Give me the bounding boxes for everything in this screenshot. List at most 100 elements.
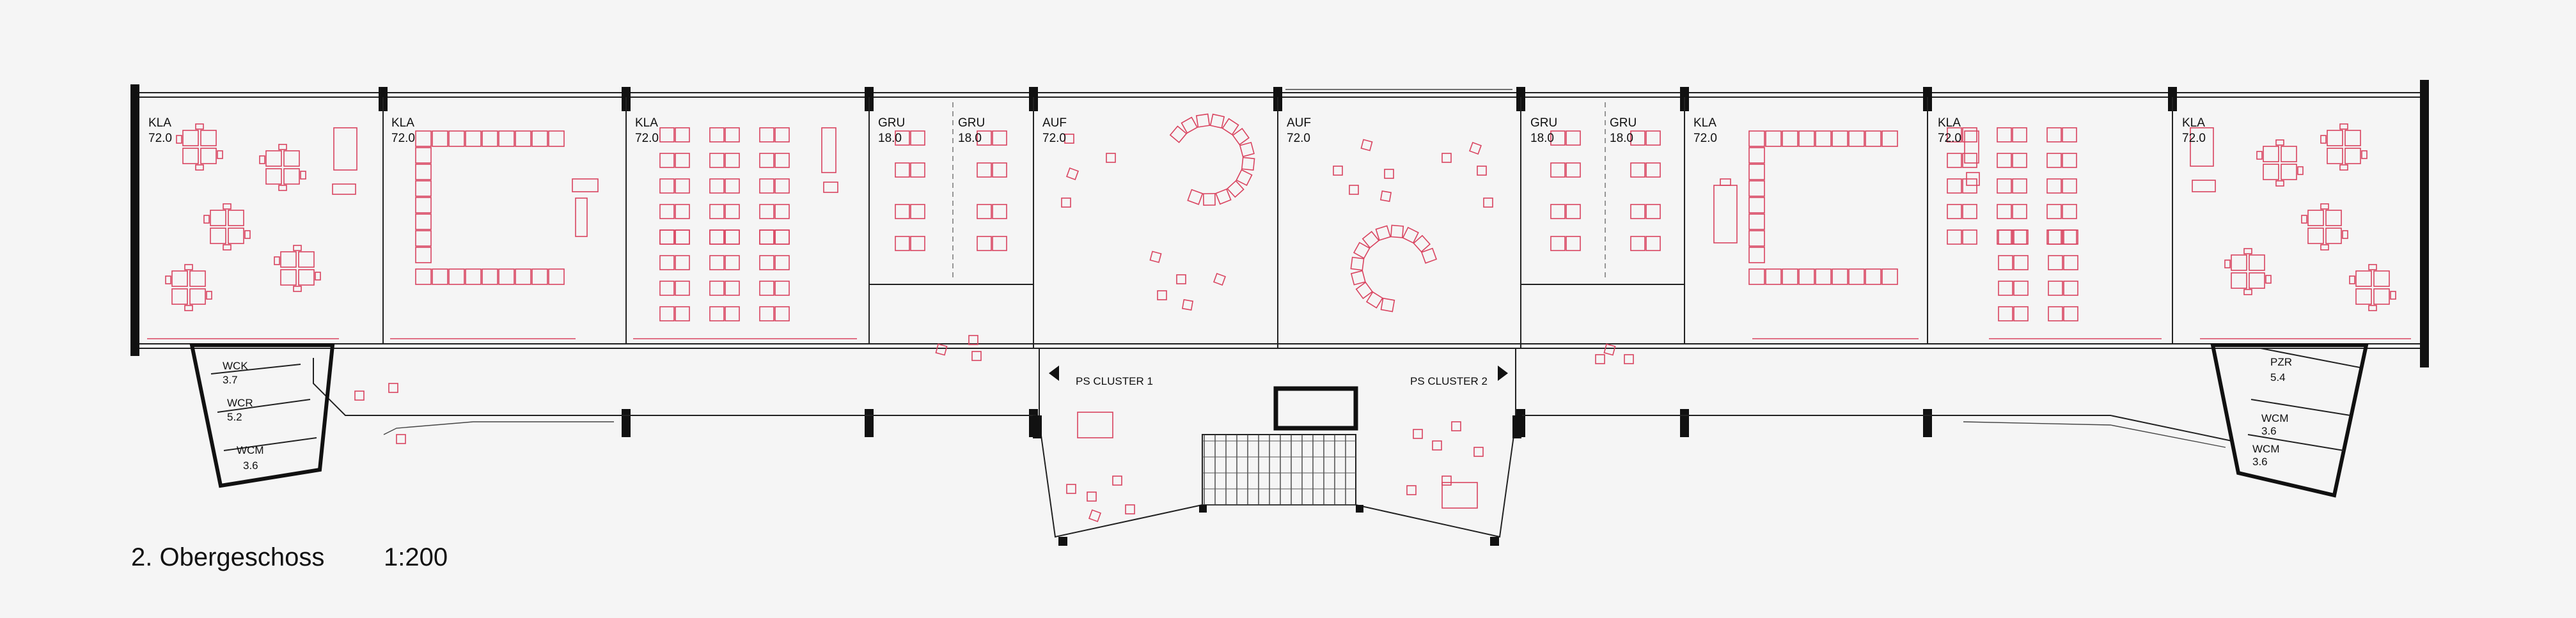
stool bbox=[971, 351, 982, 361]
stool bbox=[1473, 447, 1484, 457]
table bbox=[548, 130, 565, 147]
table bbox=[515, 130, 531, 147]
table bbox=[759, 255, 774, 270]
stool bbox=[1375, 225, 1392, 241]
table bbox=[2281, 146, 2297, 162]
table bbox=[415, 147, 432, 164]
table bbox=[2013, 281, 2029, 296]
wet-room-code-label: WCR bbox=[227, 397, 253, 409]
stool bbox=[1202, 193, 1216, 206]
table bbox=[1748, 268, 1765, 285]
table bbox=[415, 247, 432, 263]
table bbox=[2046, 178, 2062, 194]
wet-room-area-label: 3.7 bbox=[223, 374, 238, 386]
stool bbox=[1379, 190, 1392, 203]
table bbox=[531, 268, 548, 285]
table bbox=[759, 281, 774, 296]
table bbox=[1782, 130, 1798, 147]
stool bbox=[1353, 242, 1370, 259]
room-area-label: 72.0 bbox=[1287, 132, 1310, 145]
table bbox=[210, 210, 226, 226]
table bbox=[895, 162, 910, 178]
table bbox=[1630, 130, 1645, 146]
wet-room-code-label: PZR bbox=[2270, 356, 2292, 368]
table bbox=[432, 268, 448, 285]
stool bbox=[1066, 167, 1079, 180]
table bbox=[1997, 229, 2012, 245]
table bbox=[659, 204, 675, 219]
table bbox=[1997, 153, 2012, 168]
table bbox=[675, 229, 690, 245]
table bbox=[675, 281, 690, 296]
table bbox=[283, 150, 300, 167]
table bbox=[1550, 130, 1566, 146]
chair bbox=[259, 155, 265, 164]
desk bbox=[333, 127, 357, 171]
table bbox=[1748, 213, 1765, 230]
stool bbox=[1441, 475, 1452, 486]
table bbox=[2013, 255, 2029, 270]
stool bbox=[1350, 256, 1365, 271]
stool bbox=[968, 335, 978, 345]
chair bbox=[2265, 275, 2272, 284]
room-code-label: GRU bbox=[1610, 116, 1637, 130]
table bbox=[2062, 229, 2077, 245]
room-code-label: KLA bbox=[148, 116, 171, 130]
table bbox=[298, 251, 315, 268]
stool bbox=[1125, 504, 1135, 514]
table bbox=[228, 228, 244, 244]
stool bbox=[1365, 291, 1383, 309]
table bbox=[2355, 270, 2372, 287]
table bbox=[725, 229, 740, 245]
stool bbox=[1333, 166, 1343, 176]
table bbox=[200, 148, 217, 164]
table bbox=[1997, 204, 2012, 219]
table bbox=[910, 236, 925, 251]
table bbox=[283, 168, 300, 185]
table bbox=[1550, 204, 1566, 219]
stool bbox=[1603, 343, 1616, 356]
room-area-label: 18.0 bbox=[958, 132, 982, 145]
stool bbox=[935, 343, 948, 356]
stool bbox=[1112, 475, 1122, 486]
table bbox=[1782, 268, 1798, 285]
table bbox=[709, 306, 725, 321]
stool bbox=[1221, 118, 1239, 135]
table bbox=[1998, 281, 2013, 296]
table bbox=[1947, 204, 1962, 219]
chair bbox=[206, 291, 212, 300]
chair bbox=[176, 135, 182, 144]
chair bbox=[2368, 264, 2377, 270]
desk bbox=[821, 127, 836, 173]
table bbox=[1566, 162, 1581, 178]
table bbox=[759, 153, 774, 168]
room-labels: KLA 72.0 KLA 72.0 KLA 72.0 GRU 18.0 GRU … bbox=[148, 116, 2206, 145]
stool bbox=[1187, 189, 1204, 205]
table bbox=[1630, 236, 1645, 251]
table bbox=[1765, 130, 1782, 147]
chair bbox=[2390, 291, 2396, 300]
table bbox=[1748, 130, 1765, 147]
wet-room-area-label: 5.4 bbox=[2270, 371, 2286, 383]
floor-title: 2. Obergeschoss bbox=[131, 543, 324, 571]
stool bbox=[1181, 298, 1194, 311]
table bbox=[2325, 210, 2342, 226]
desk bbox=[1713, 185, 1738, 243]
table bbox=[659, 281, 675, 296]
room-area-label: 72.0 bbox=[391, 132, 415, 145]
desk bbox=[2192, 180, 2216, 192]
table bbox=[774, 178, 790, 194]
table bbox=[1748, 180, 1765, 197]
table bbox=[709, 255, 725, 270]
table bbox=[659, 229, 675, 245]
table bbox=[1832, 268, 1848, 285]
table bbox=[1947, 178, 1962, 194]
room-area-label: 72.0 bbox=[1042, 132, 1066, 145]
table bbox=[171, 270, 188, 287]
table bbox=[280, 269, 297, 286]
stool bbox=[1402, 226, 1419, 244]
table bbox=[895, 236, 910, 251]
table bbox=[415, 268, 432, 285]
stool bbox=[1181, 116, 1198, 134]
wet-room-area-label: 5.2 bbox=[227, 411, 242, 423]
